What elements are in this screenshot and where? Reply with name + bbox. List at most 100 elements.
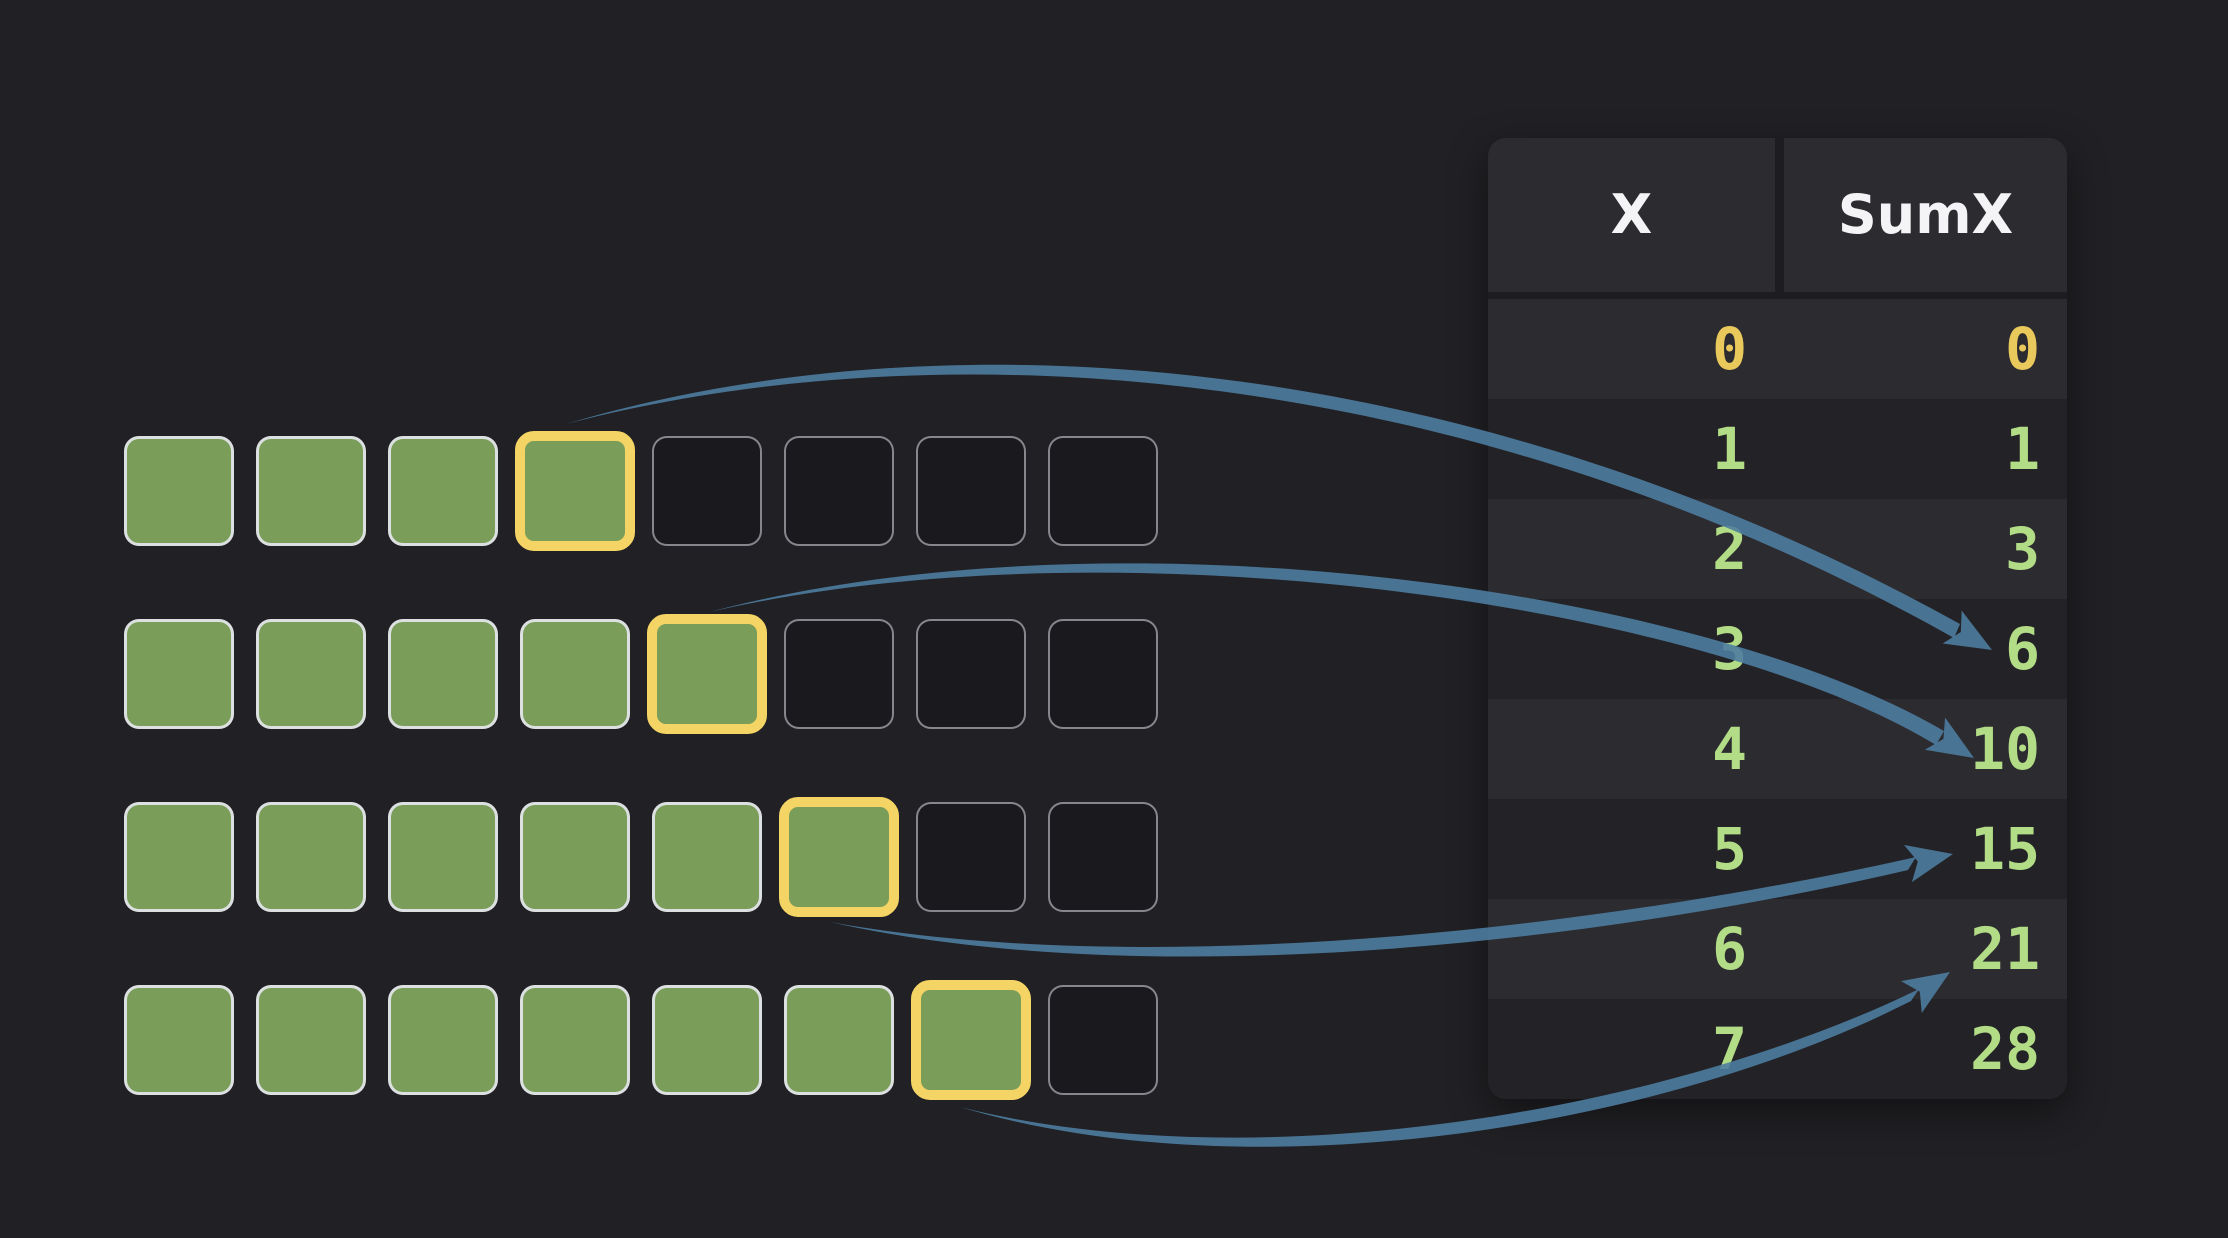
square-slot — [779, 797, 899, 917]
x-value: 1 — [1712, 415, 1747, 483]
square-slot — [652, 436, 762, 546]
square-slot — [916, 802, 1026, 912]
filled-square — [124, 802, 234, 912]
filled-square — [124, 985, 234, 1095]
empty-square — [1048, 619, 1158, 729]
x-value: 0 — [1712, 315, 1747, 383]
filled-square — [256, 436, 366, 546]
empty-square — [784, 436, 894, 546]
square-slot — [652, 985, 762, 1095]
square-slot — [784, 985, 894, 1095]
filled-square — [388, 436, 498, 546]
header-separator-line — [1488, 292, 2067, 299]
square-slot — [515, 431, 635, 551]
filled-square — [256, 802, 366, 912]
empty-square — [1048, 436, 1158, 546]
x-value: 6 — [1712, 915, 1747, 983]
x-value: 3 — [1712, 615, 1747, 683]
square-row — [124, 797, 1158, 917]
empty-square — [916, 619, 1026, 729]
column-header-x: X — [1610, 183, 1653, 246]
square-slot — [916, 436, 1026, 546]
square-slot — [1048, 802, 1158, 912]
filled-square — [256, 985, 366, 1095]
header-column-divider — [1775, 138, 1784, 292]
highlighted-square — [779, 797, 899, 917]
x-value: 2 — [1712, 515, 1747, 583]
table-row: 4 10 — [1488, 699, 2067, 799]
square-slot — [388, 436, 498, 546]
sumx-value: 15 — [1970, 815, 2040, 883]
column-header-sumx: SumX — [1837, 183, 2014, 246]
filled-square — [124, 436, 234, 546]
sumx-value: 6 — [2005, 615, 2040, 683]
square-slot — [520, 619, 630, 729]
x-value: 4 — [1712, 715, 1747, 783]
empty-square — [1048, 985, 1158, 1095]
empty-square — [784, 619, 894, 729]
highlighted-square — [515, 431, 635, 551]
filled-square — [388, 802, 498, 912]
filled-square — [520, 802, 630, 912]
empty-square — [916, 802, 1026, 912]
square-slot — [652, 802, 762, 912]
square-slot — [124, 985, 234, 1095]
sumx-value: 10 — [1970, 715, 2040, 783]
sumx-value: 0 — [2005, 315, 2040, 383]
filled-square — [520, 985, 630, 1095]
square-slot — [124, 436, 234, 546]
table-header: X SumX — [1488, 138, 2067, 292]
filled-square — [124, 619, 234, 729]
square-row — [124, 980, 1158, 1100]
empty-square — [652, 436, 762, 546]
table-row: 6 21 — [1488, 899, 2067, 999]
table-row: 5 15 — [1488, 799, 2067, 899]
square-slot — [916, 619, 1026, 729]
filled-square — [388, 619, 498, 729]
squares-grid — [124, 431, 1158, 1168]
square-slot — [388, 802, 498, 912]
filled-square — [520, 619, 630, 729]
filled-square — [388, 985, 498, 1095]
square-slot — [1048, 619, 1158, 729]
filled-square — [784, 985, 894, 1095]
filled-square — [256, 619, 366, 729]
square-slot — [388, 985, 498, 1095]
square-slot — [911, 980, 1031, 1100]
sumx-value: 1 — [2005, 415, 2040, 483]
square-slot — [1048, 985, 1158, 1095]
square-slot — [784, 436, 894, 546]
x-value: 7 — [1712, 1015, 1747, 1083]
empty-square — [1048, 802, 1158, 912]
filled-square — [652, 985, 762, 1095]
square-slot — [256, 985, 366, 1095]
highlighted-square — [911, 980, 1031, 1100]
square-row — [124, 614, 1158, 734]
square-row — [124, 431, 1158, 551]
x-value: 5 — [1712, 815, 1747, 883]
square-slot — [124, 802, 234, 912]
square-slot — [647, 614, 767, 734]
square-slot — [1048, 436, 1158, 546]
square-slot — [256, 619, 366, 729]
sumx-value: 28 — [1970, 1015, 2040, 1083]
square-slot — [520, 985, 630, 1095]
sumx-value: 3 — [2005, 515, 2040, 583]
square-slot — [388, 619, 498, 729]
square-slot — [520, 802, 630, 912]
empty-square — [916, 436, 1026, 546]
square-slot — [784, 619, 894, 729]
square-slot — [124, 619, 234, 729]
table-row: 7 28 — [1488, 999, 2067, 1099]
highlighted-square — [647, 614, 767, 734]
square-slot — [256, 802, 366, 912]
sumx-value: 21 — [1970, 915, 2040, 983]
filled-square — [652, 802, 762, 912]
